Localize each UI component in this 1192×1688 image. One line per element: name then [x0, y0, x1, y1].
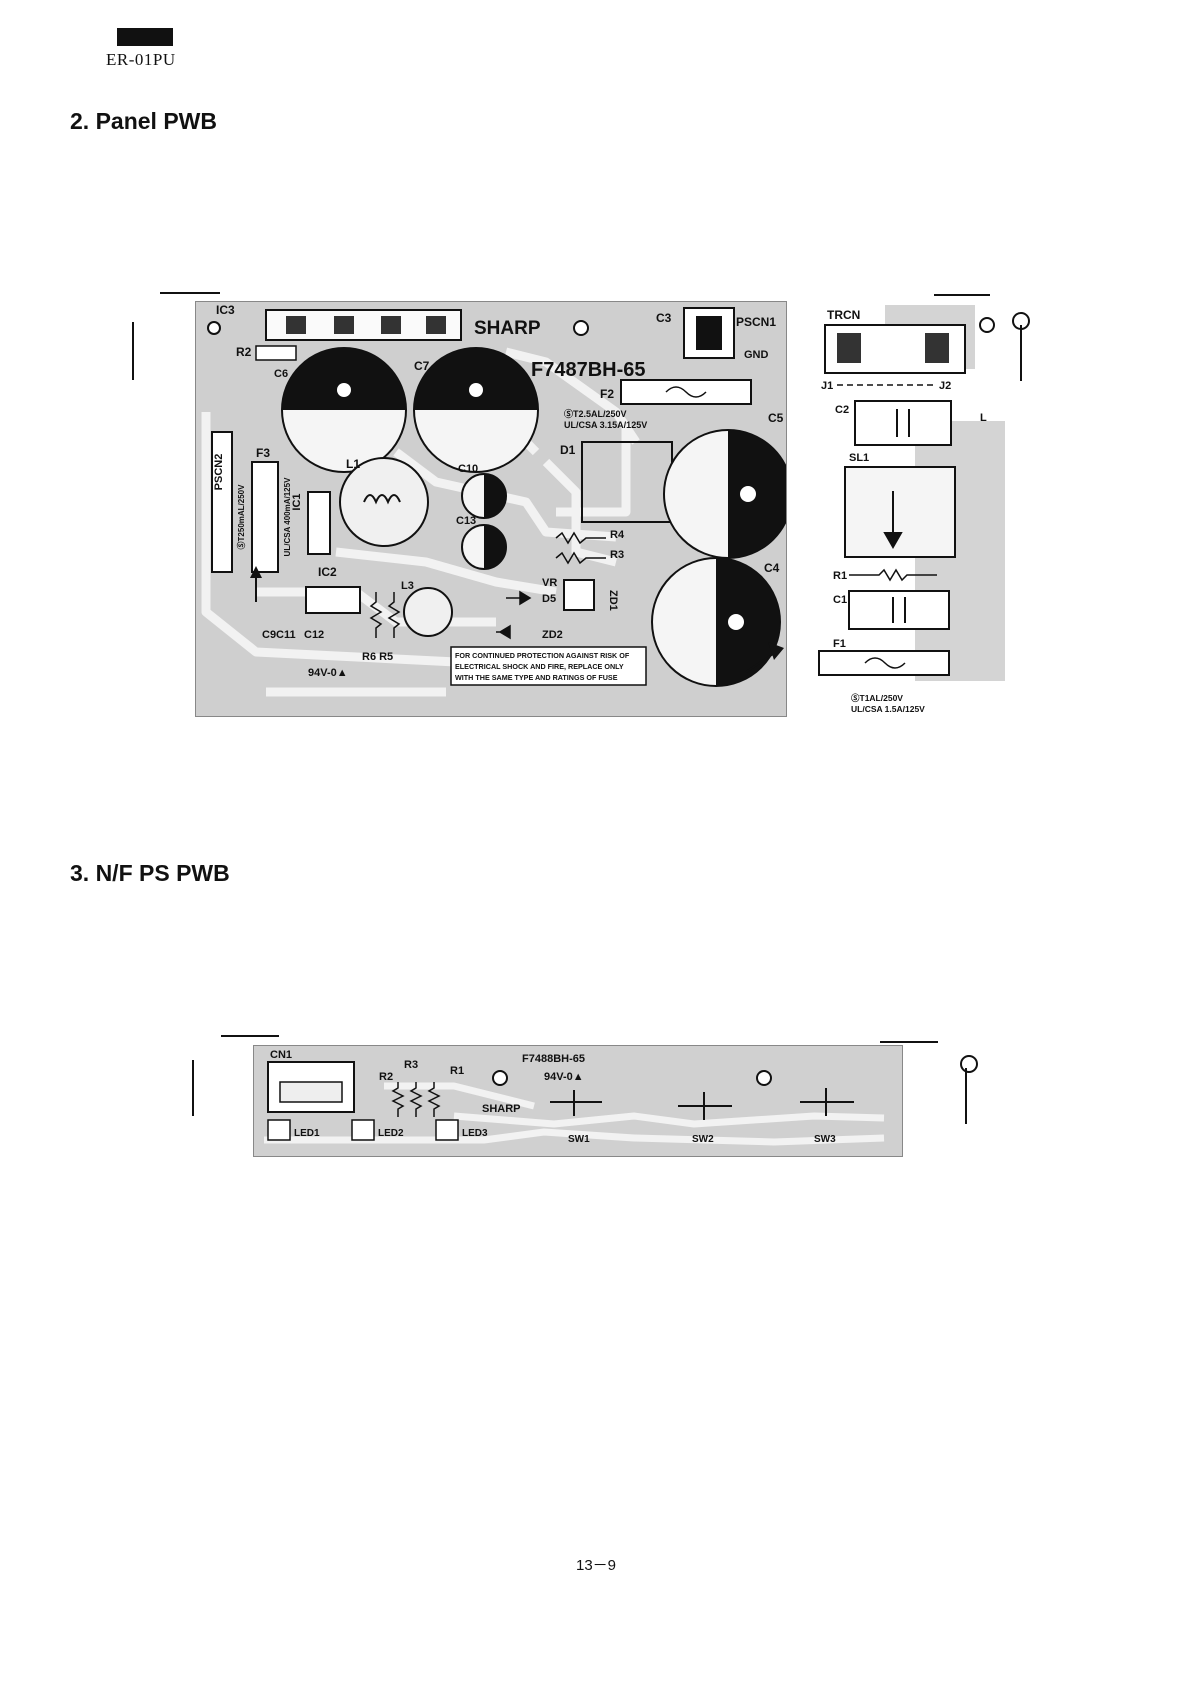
panel-pwb-board: IC3 SHARP R2 C6 C7 F7487BH-65 C3 PSCN1 G…	[195, 301, 787, 717]
label-c9c11: C9C11	[262, 629, 296, 641]
crop-mark	[880, 1041, 938, 1043]
f2-rating-1: ⓈT2.5AL/250V	[564, 408, 627, 419]
label-led1: LED1	[294, 1128, 320, 1139]
label-c12: C12	[304, 629, 324, 641]
warning-line-3: WITH THE SAME TYPE AND RATINGS OF FUSE	[455, 673, 618, 682]
crop-mark	[934, 294, 990, 296]
label-l3: L3	[401, 580, 414, 592]
label-sl1: SL1	[849, 452, 869, 464]
label-c13: C13	[456, 515, 476, 527]
label-led2: LED2	[378, 1128, 404, 1139]
warning-line-2: ELECTRICAL SHOCK AND FIRE, REPLACE ONLY	[455, 662, 624, 671]
section-title-nf-ps-pwb: 3. N/F PS PWB	[70, 860, 230, 886]
label-led3: LED3	[462, 1128, 488, 1139]
label-f1: F1	[833, 638, 846, 650]
label-sharp: SHARP	[474, 318, 541, 339]
panel-pwb-filter-section: TRCN J1 J2 C2 L SL1 R1 C1 F1 ⓈT1AL/250V …	[815, 301, 1005, 715]
crop-mark	[132, 322, 134, 380]
crop-mark	[160, 292, 220, 294]
label-r3: R3	[404, 1059, 418, 1071]
label-r1: R1	[450, 1065, 464, 1077]
label-ic3: IC3	[216, 303, 235, 317]
label-cn1: CN1	[270, 1049, 292, 1061]
label-r2: R2	[379, 1071, 393, 1083]
registration-circle	[1012, 312, 1030, 330]
f1-rating-1: ⓈT1AL/250V	[851, 693, 903, 703]
page-number: 13－9	[575, 1557, 617, 1574]
label-zd2: ZD2	[542, 629, 563, 641]
model-number: ER-01PU	[106, 50, 176, 69]
label-c1: C1	[833, 594, 847, 606]
label-f3: F3	[256, 446, 270, 460]
label-d1: D1	[560, 443, 576, 457]
nf-label-sharp: SHARP	[482, 1103, 521, 1115]
f3-rating-2: UL/CSA 400mA/125V	[283, 477, 292, 557]
label-c5: C5	[768, 411, 784, 425]
label-c3: C3	[656, 311, 672, 325]
label-ul-mark: 94V-0▲	[308, 667, 348, 679]
label-r6-r5: R6 R5	[362, 651, 393, 663]
crop-mark	[221, 1035, 279, 1037]
label-sw2: SW2	[692, 1134, 714, 1145]
label-ic2: IC2	[318, 565, 337, 579]
label-r2: R2	[236, 345, 252, 359]
label-zd1: ZD1	[607, 590, 619, 611]
label-trcn: TRCN	[827, 308, 860, 322]
label-c10: C10	[458, 463, 478, 475]
crop-mark	[1020, 325, 1022, 381]
nf-ps-pwb-board: CN1 R3 R2 R1 LED1 LED2 LED3 F7488BH-65 9…	[253, 1045, 903, 1157]
label-l1: L1	[346, 457, 360, 471]
label-d5: D5	[542, 593, 556, 605]
warning-line-1: FOR CONTINUED PROTECTION AGAINST RISK OF	[455, 651, 630, 660]
label-c4: C4	[764, 561, 780, 575]
label-pscn1: PSCN1	[736, 315, 776, 329]
label-r1: R1	[833, 570, 847, 582]
label-r4: R4	[610, 529, 625, 541]
label-r3: R3	[610, 549, 624, 561]
label-c7: C7	[414, 359, 430, 373]
label-l: L	[980, 412, 987, 424]
label-gnd: GND	[744, 349, 769, 361]
section-title-panel-pwb: 2. Panel PWB	[70, 108, 217, 134]
label-j2: J2	[939, 380, 951, 392]
label-f2: F2	[600, 387, 614, 401]
nf-board-id: F7488BH-65	[522, 1053, 585, 1065]
label-vr: VR	[542, 577, 557, 589]
crop-mark	[965, 1068, 967, 1124]
label-j1: J1	[821, 380, 833, 392]
f1-rating-2: UL/CSA 1.5A/125V	[851, 704, 925, 714]
header-black-bar	[117, 28, 173, 46]
f2-rating-2: UL/CSA 3.15A/125V	[564, 420, 647, 430]
crop-mark	[192, 1060, 194, 1116]
label-c2: C2	[835, 404, 849, 416]
label-ic1: IC1	[291, 493, 303, 510]
label-c6: C6	[274, 368, 288, 380]
panel-board-id: F7487BH-65	[531, 359, 646, 381]
label-sw1: SW1	[568, 1134, 590, 1145]
label-pscn2: PSCN2	[213, 454, 225, 491]
nf-ul-mark: 94V-0▲	[544, 1071, 584, 1083]
f3-rating-1: ⓈT250mAL/250V	[236, 484, 246, 550]
registration-circle	[960, 1055, 978, 1073]
label-sw3: SW3	[814, 1134, 836, 1145]
